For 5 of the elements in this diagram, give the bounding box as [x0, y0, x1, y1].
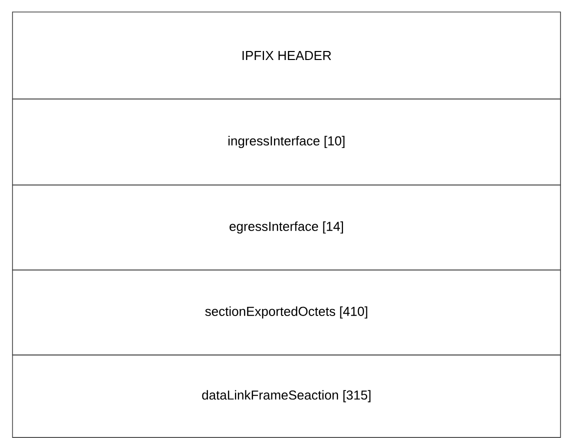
field-box: IPFIX HEADER [12, 12, 561, 100]
field-box: egressInterface [14] [12, 184, 561, 270]
field-box: ingressInterface [10] [12, 98, 561, 186]
field-box: dataLinkFrameSeaction [315] [12, 354, 561, 438]
field-box: sectionExportedOctets [410] [12, 270, 561, 356]
